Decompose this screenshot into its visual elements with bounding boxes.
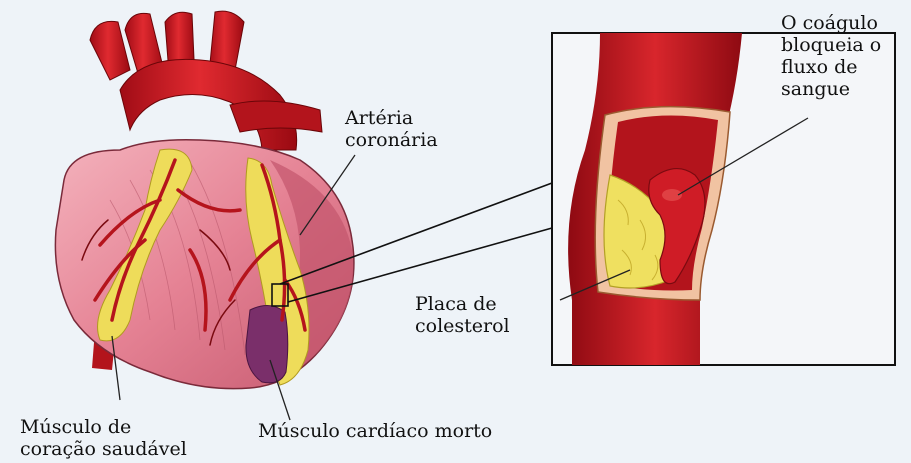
label-coronary-artery: Artéria coronária [345, 107, 438, 151]
label-cholesterol-plaque: Placa de colesterol [415, 293, 510, 337]
label-dead-muscle: Músculo cardíaco morto [258, 420, 492, 442]
label-healthy-muscle: Músculo de coração saudável [20, 416, 187, 460]
label-clot: O coágulo bloqueia o fluxo de sangue [781, 12, 881, 100]
